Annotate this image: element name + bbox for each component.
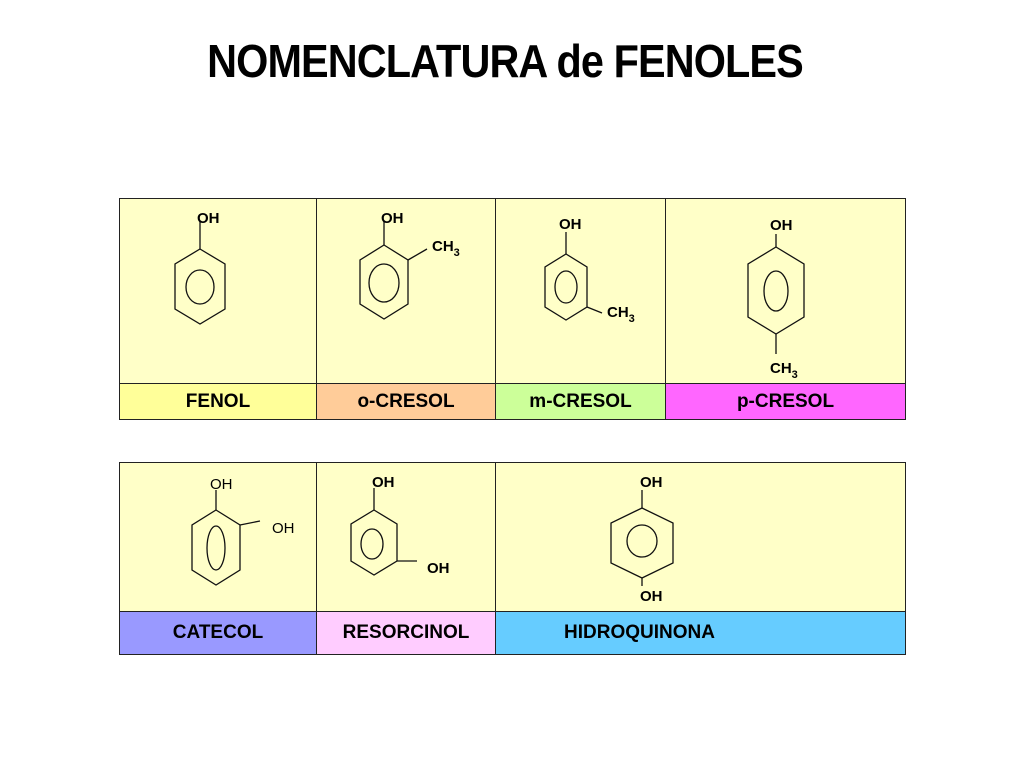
m-cresol-ch-label: CH [607, 304, 629, 321]
catecol-oh-side-label: OH [272, 520, 295, 537]
o-cresol-ch-subscript: 3 [454, 247, 460, 259]
m-cresol-structure-cell: OH CH3 [495, 198, 666, 384]
o-cresol-oh-label: OH [381, 210, 404, 227]
m-cresol-structure-diagram: OH CH3 [544, 216, 635, 325]
o-cresol-label-cell: o-CRESOL [316, 383, 496, 420]
catecol-label-cell: CATECOL [119, 611, 317, 655]
m-cresol-oh-label: OH [559, 216, 582, 233]
m-cresol-name: m-CRESOL [529, 390, 632, 412]
fenol-name: FENOL [185, 390, 251, 412]
catecol-structure-diagram: OH OH [191, 476, 295, 586]
hidroquinona-name: HIDROQUINONA [564, 622, 715, 643]
hidroquinona-structure-diagram: OH OH [610, 474, 674, 605]
catecol-structure-cell: OH OH [119, 462, 317, 612]
svg-text:CH3: CH3 [770, 360, 798, 381]
page-title: NOMENCLATURA de FENOLES [207, 35, 804, 87]
fenol-structure-cell: OH [119, 198, 317, 384]
svg-text:CH3: CH3 [432, 238, 460, 259]
fenol-oh-label: OH [197, 210, 220, 227]
hidroquinona-oh-bottom-label: OH [640, 588, 663, 605]
resorcinol-structure-cell: OH OH [316, 462, 496, 612]
hidroquinona-structure-cell: OH OH [495, 462, 906, 612]
p-cresol-ch-label: CH [770, 360, 792, 377]
o-cresol-ch-label: CH [432, 238, 454, 255]
fenol-structure-diagram: OH [174, 210, 226, 325]
resorcinol-structure-diagram: OH OH [350, 474, 450, 577]
p-cresol-label-cell: p-CRESOL [665, 383, 906, 420]
hidroquinona-label-cell: HIDROQUINONA [495, 611, 906, 655]
p-cresol-name: p-CRESOL [736, 390, 835, 412]
m-cresol-ch-subscript: 3 [629, 313, 635, 325]
resorcinol-oh-side-label: OH [427, 560, 450, 577]
p-cresol-ch-subscript: 3 [792, 369, 798, 381]
hidroquinona-oh-top-label: OH [640, 474, 663, 491]
m-cresol-label-cell: m-CRESOL [495, 383, 666, 420]
resorcinol-name: RESORCINOL [342, 622, 470, 643]
p-cresol-structure-cell: OH CH3 [665, 198, 906, 384]
svg-text:CH3: CH3 [607, 304, 635, 325]
o-cresol-name: o-CRESOL [357, 390, 455, 412]
p-cresol-oh-label: OH [770, 217, 793, 234]
resorcinol-label-cell: RESORCINOL [316, 611, 496, 655]
catecol-oh-top-label: OH [210, 476, 233, 493]
o-cresol-structure-cell: OH CH3 [316, 198, 496, 384]
fenol-label-cell: FENOL [119, 383, 317, 420]
catecol-name: CATECOL [172, 622, 264, 643]
p-cresol-structure-diagram: OH CH3 [747, 217, 805, 381]
resorcinol-oh-top-label: OH [372, 474, 395, 491]
o-cresol-structure-diagram: OH CH3 [359, 210, 460, 320]
